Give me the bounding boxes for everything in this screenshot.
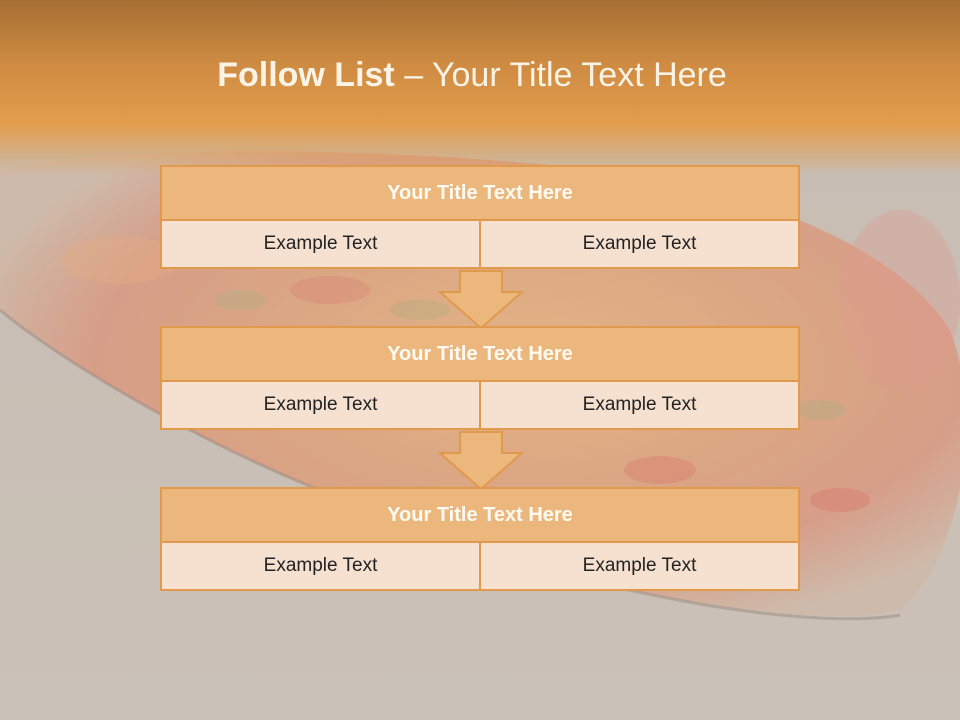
step-block-2: Your Title Text Here Example Text Exampl…: [160, 326, 800, 430]
slide-title-rest: – Your Title Text Here: [394, 56, 727, 94]
step-title: Your Title Text Here: [160, 487, 800, 543]
step-cell-left: Example Text: [160, 380, 481, 430]
slide-title-bold: Follow List: [217, 56, 395, 94]
header-band: [0, 0, 960, 175]
step-cell-right: Example Text: [479, 219, 800, 269]
step-cell-right: Example Text: [479, 541, 800, 591]
step-block-3: Your Title Text Here Example Text Exampl…: [160, 487, 800, 591]
step-cell-left: Example Text: [160, 219, 481, 269]
step-title: Your Title Text Here: [160, 326, 800, 382]
step-cell-left: Example Text: [160, 541, 481, 591]
down-arrow-icon: [438, 431, 524, 491]
step-block-1: Your Title Text Here Example Text Exampl…: [160, 165, 800, 269]
step-title: Your Title Text Here: [160, 165, 800, 221]
slide-title: Follow List – Your Title Text Here: [0, 52, 944, 98]
step-cell-right: Example Text: [479, 380, 800, 430]
down-arrow-icon: [438, 270, 524, 330]
